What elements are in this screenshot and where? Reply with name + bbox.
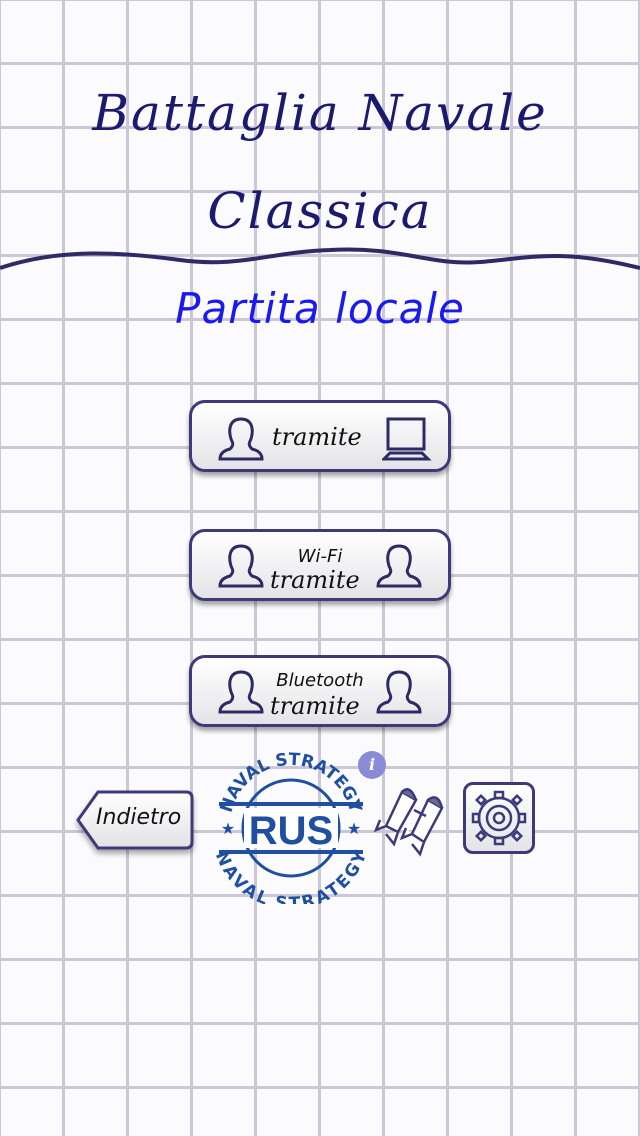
settings-button[interactable]: [463, 782, 535, 854]
person-icon: [218, 544, 264, 588]
person-icon: [218, 670, 264, 714]
info-icon[interactable]: i: [358, 751, 386, 779]
logo-center-text: RUS: [249, 809, 333, 853]
person-icon: [218, 417, 264, 461]
mode-label: tramite: [270, 692, 360, 720]
mode-top-label: Wi-Fi: [297, 546, 343, 567]
mode-label: tramite: [272, 423, 362, 451]
gear-icon: [471, 790, 527, 846]
wave-divider: [0, 247, 640, 270]
mode-vs-computer-button[interactable]: tramite: [189, 400, 451, 472]
title-line1: Battaglia Navale: [92, 84, 548, 142]
mode-wifi-button[interactable]: Wi-Fi tramite: [189, 529, 451, 601]
back-label: Indietro: [96, 805, 182, 830]
person-icon: [376, 544, 422, 588]
logo-ring: [241, 778, 341, 878]
mode-bluetooth-button[interactable]: Bluetooth tramite: [189, 655, 451, 727]
subtitle: Partita locale: [175, 284, 465, 333]
star-icon: ★: [347, 819, 361, 838]
logo-band-top: [219, 802, 363, 806]
logo-band-bottom: [219, 850, 363, 854]
mode-label: tramite: [270, 566, 360, 594]
person-icon: [376, 670, 422, 714]
back-arrow-shape: [76, 790, 194, 850]
star-icon: ★: [221, 819, 235, 838]
mode-top-label: Bluetooth: [276, 670, 364, 691]
logo-center-backing: [244, 808, 338, 848]
naval-strategy-logo[interactable]: NAVAL STRATEGY NAVAL STRATEGY RUS ★★: [216, 748, 366, 904]
rockets-icon[interactable]: [372, 782, 448, 858]
back-button[interactable]: Indietro: [76, 790, 194, 850]
computer-icon: [382, 417, 432, 461]
title-line2: Classica: [207, 182, 433, 240]
